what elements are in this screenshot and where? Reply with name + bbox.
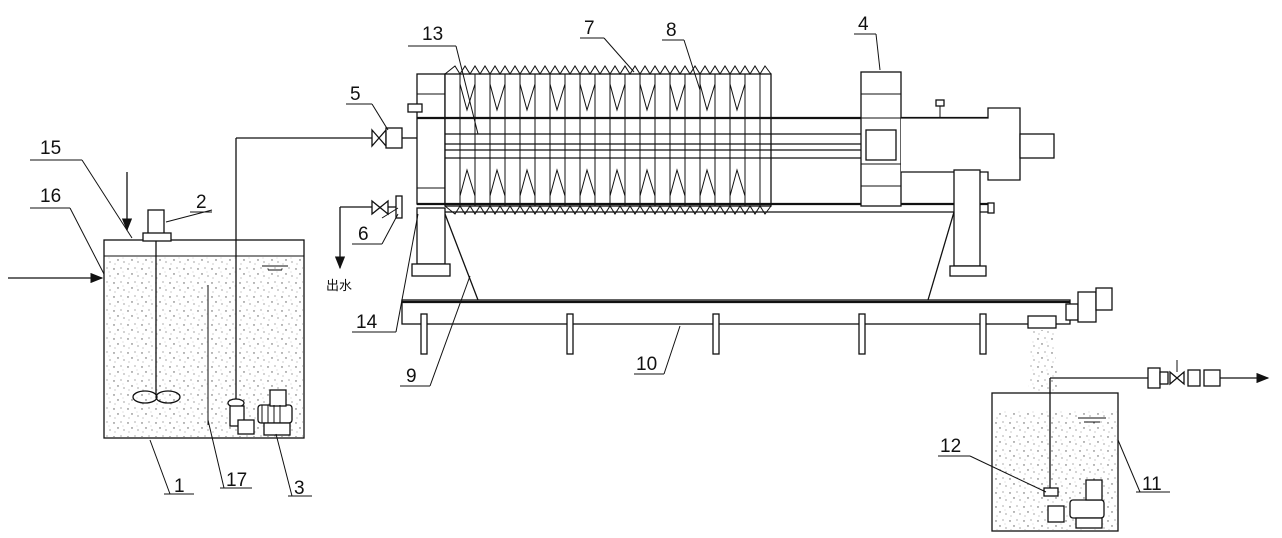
label-6: 6 xyxy=(358,224,369,245)
label-7: 7 xyxy=(584,18,595,39)
label-8: 8 xyxy=(666,20,677,41)
leader-lines xyxy=(30,33,1170,497)
discharge-line xyxy=(1050,360,1270,389)
movable-head xyxy=(860,71,902,207)
label-15: 15 xyxy=(40,138,61,159)
hydraulic-unit xyxy=(901,99,1055,181)
label-5: 5 xyxy=(350,84,361,105)
label-10: 10 xyxy=(636,354,657,375)
return-pump xyxy=(1043,378,1105,529)
agitator xyxy=(132,209,181,404)
label-1: 1 xyxy=(174,476,185,497)
water-spray xyxy=(1028,330,1058,398)
outlet-text: 出水 xyxy=(326,279,352,294)
feed-pump xyxy=(227,138,293,436)
label-11: 11 xyxy=(1142,474,1162,495)
feed-valve xyxy=(371,127,417,149)
outlet-valve xyxy=(334,195,403,270)
label-14: 14 xyxy=(356,312,378,333)
fixed-head xyxy=(407,73,446,205)
drip-tray xyxy=(401,287,1113,355)
label-12: 12 xyxy=(940,436,961,457)
label-17: 17 xyxy=(226,470,247,491)
label-9: 9 xyxy=(406,366,417,387)
drip-slope-right xyxy=(927,211,955,301)
label-2: 2 xyxy=(196,192,207,213)
label-4: 4 xyxy=(858,14,869,35)
filter-plate-stack xyxy=(444,65,772,215)
drip-slope-left xyxy=(444,213,479,301)
label-13: 13 xyxy=(422,24,443,45)
press-legs xyxy=(411,169,987,277)
mixing-tank xyxy=(103,239,305,439)
label-3: 3 xyxy=(294,478,305,499)
label-16: 16 xyxy=(40,186,61,207)
